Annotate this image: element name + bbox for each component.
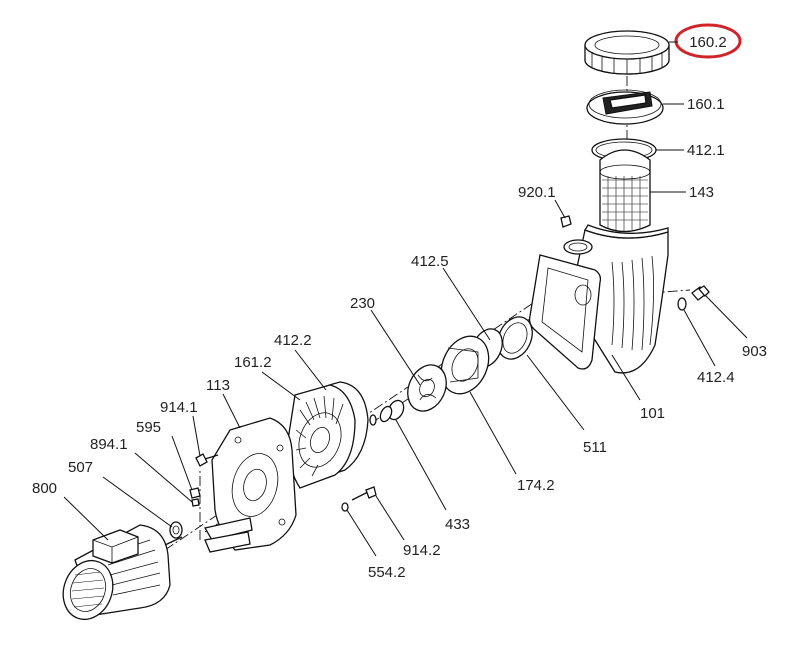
highlight-ellipse	[674, 23, 742, 59]
label-595: 595	[136, 419, 161, 436]
part-161-2-housing-cover	[287, 384, 356, 489]
label-433: 433	[445, 516, 470, 533]
part-412-4-oring	[677, 297, 687, 311]
label-903: 903	[742, 343, 767, 360]
label-412-5: 412.5	[411, 253, 449, 270]
part-914-2-screw	[351, 486, 377, 501]
label-507: 507	[68, 459, 93, 476]
label-161-2: 161.2	[234, 354, 272, 371]
leader-lines	[63, 41, 748, 557]
part-595-pad	[189, 487, 201, 499]
label-160-2: 160.2	[689, 34, 727, 51]
label-800: 800	[32, 480, 57, 497]
part-800-motor	[62, 524, 183, 621]
part-113-bracket	[203, 417, 297, 553]
label-412-2: 412.2	[274, 332, 312, 349]
part-894-1-clip	[191, 498, 200, 507]
label-101: 101	[640, 405, 665, 422]
label-412-1: 412.1	[687, 142, 725, 159]
label-554-2: 554.2	[368, 564, 406, 581]
part-labels: 160.2 160.1 412.1 143 920.1 412.5 230 41…	[32, 34, 767, 581]
part-433-mechanical-seal	[369, 399, 405, 426]
part-174-2-diffuser	[440, 335, 490, 395]
label-412-4: 412.4	[697, 369, 735, 386]
part-101-pump-housing	[528, 224, 669, 374]
label-143: 143	[689, 184, 714, 201]
label-914-2: 914.2	[403, 542, 441, 559]
label-511: 511	[583, 439, 607, 456]
label-160-1: 160.1	[687, 96, 725, 113]
label-920-1: 920.1	[518, 184, 556, 201]
part-914-1-screw	[195, 453, 219, 467]
part-554-2-washer	[341, 502, 349, 512]
part-507-slinger	[169, 521, 183, 539]
label-174-2: 174.2	[517, 477, 555, 494]
label-230: 230	[350, 295, 375, 312]
label-914-1: 914.1	[160, 399, 198, 416]
part-903-plug	[691, 285, 710, 301]
label-113: 113	[206, 377, 230, 394]
part-230-impeller	[407, 364, 447, 412]
part-160-2-lid-ring	[584, 30, 670, 75]
part-143-strainer-basket	[599, 149, 651, 233]
part-511-wear-ring	[497, 316, 533, 360]
label-894-1: 894.1	[90, 436, 128, 453]
part-920-1-nut	[560, 215, 572, 228]
part-160-1-lid	[586, 89, 664, 125]
